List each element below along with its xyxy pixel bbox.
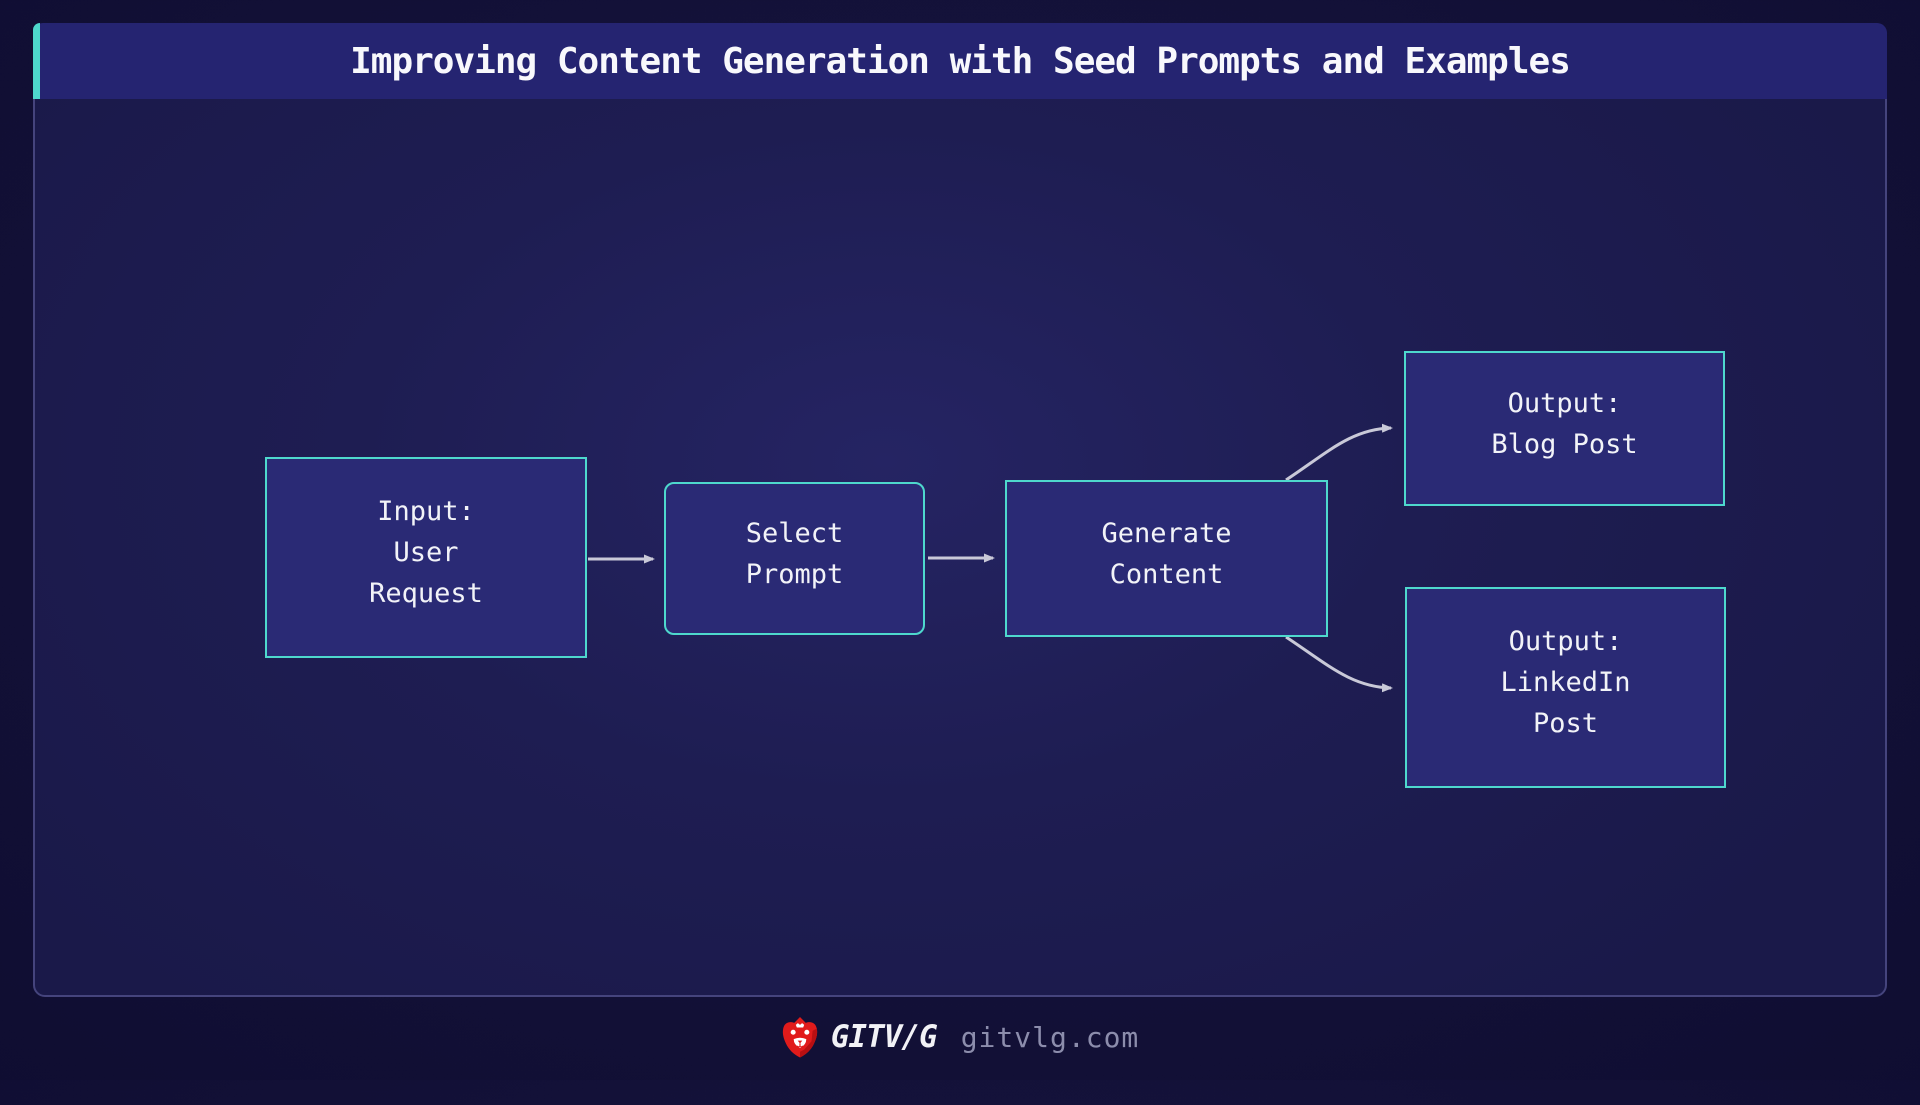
node-label: Generate Content (1101, 517, 1232, 590)
node-output-linkedin-post: Output: LinkedIn Post (1405, 587, 1726, 788)
title-accent-bar (33, 23, 40, 99)
footer-brand: GITV/G gitvlg.com (0, 1006, 1920, 1068)
node-label: Input: User Request (369, 496, 483, 609)
brand-name: GITV/G (830, 1019, 938, 1055)
node-label: Output: LinkedIn Post (1500, 626, 1631, 739)
edge-generate-linkedin-arrow (1285, 635, 1393, 693)
node-output-blog-post: Output: Blog Post (1404, 351, 1725, 506)
node-input-user-request: Input: User Request (265, 457, 587, 658)
node-label: Select Prompt (745, 517, 844, 590)
node-select-prompt: Select Prompt (664, 482, 925, 635)
node-label: Output: Blog Post (1491, 387, 1638, 460)
diagram-title: Improving Content Generation with Seed P… (350, 40, 1571, 82)
node-generate-content: Generate Content (1005, 480, 1328, 637)
content-panel: Improving Content Generation with Seed P… (33, 23, 1887, 997)
title-bar: Improving Content Generation with Seed P… (33, 23, 1887, 99)
site-url: gitvlg.com (960, 1020, 1140, 1054)
lion-logo-icon (781, 1016, 819, 1058)
edge-generate-blog-arrow (1285, 423, 1393, 482)
